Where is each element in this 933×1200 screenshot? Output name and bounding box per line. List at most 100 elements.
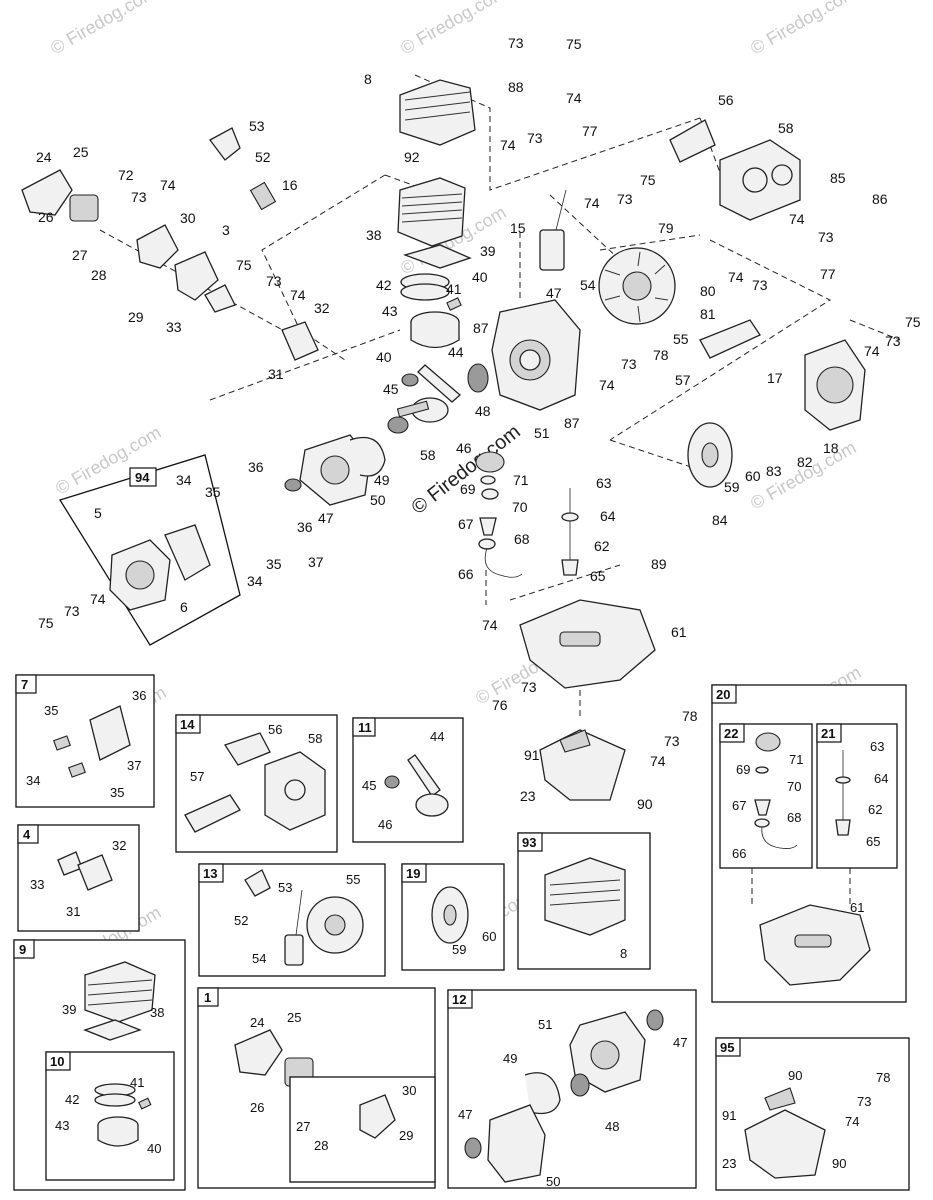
callout-label: 6 bbox=[180, 599, 188, 615]
box-number: 94 bbox=[135, 470, 150, 485]
fuel-cap-part-71 bbox=[475, 451, 505, 473]
box-number: 9 bbox=[19, 942, 26, 957]
callout-label: 26 bbox=[250, 1100, 264, 1115]
callout-label: 40 bbox=[376, 349, 392, 365]
callout-label: 75 bbox=[236, 257, 252, 273]
callout-label: 66 bbox=[458, 566, 474, 582]
callout-label: 5 bbox=[94, 505, 102, 521]
callout-label: 90 bbox=[637, 796, 653, 812]
kit-box-22: 22 71 69 70 67 68 66 bbox=[719, 723, 813, 869]
kit-box-93: 93 8 bbox=[517, 832, 651, 970]
callout-label: 17 bbox=[767, 370, 783, 386]
callout-label: 73 bbox=[64, 603, 80, 619]
callout-label: 32 bbox=[112, 838, 126, 853]
box-number: 11 bbox=[358, 720, 372, 735]
spark-plug-part-16 bbox=[249, 181, 277, 211]
callout-label: 33 bbox=[30, 877, 44, 892]
callout-label: 30 bbox=[402, 1083, 416, 1098]
callout-label: 42 bbox=[376, 277, 392, 293]
gasket-part-49 bbox=[349, 436, 386, 477]
callout-label: 49 bbox=[374, 472, 390, 488]
callout-label: 27 bbox=[72, 247, 88, 263]
washer-part-64 bbox=[561, 512, 579, 522]
callout-label: 47 bbox=[318, 510, 334, 526]
callout-label: 51 bbox=[538, 1017, 552, 1032]
crankcase-half-part-50 bbox=[299, 434, 371, 506]
box-number: 10 bbox=[50, 1054, 64, 1069]
callout-label: 53 bbox=[278, 880, 292, 895]
callout-label: 58 bbox=[308, 731, 322, 746]
box-number: 4 bbox=[23, 827, 31, 842]
callout-label: 73 bbox=[857, 1094, 871, 1109]
watermark: © Firedog.com bbox=[747, 0, 859, 58]
filter-base-part-30 bbox=[136, 224, 179, 269]
crankcase-half-part-51 bbox=[491, 299, 581, 411]
callout-label: 41 bbox=[130, 1075, 144, 1090]
cylinder-cover-part-8 bbox=[399, 79, 476, 146]
callout-label: 49 bbox=[503, 1051, 517, 1066]
callout-label: 54 bbox=[580, 277, 596, 293]
callout-label: 28 bbox=[314, 1138, 328, 1153]
main-callouts: 73 75 88 74 8 56 74 73 77 58 53 52 16 92… bbox=[36, 35, 921, 812]
callout-label: 44 bbox=[430, 729, 444, 744]
box-number: 19 bbox=[406, 866, 420, 881]
callout-label: 40 bbox=[147, 1141, 161, 1156]
callout-label: 82 bbox=[797, 454, 813, 470]
callout-label: 57 bbox=[190, 769, 204, 784]
callout-label: 84 bbox=[712, 512, 728, 528]
callout-label: 73 bbox=[527, 130, 543, 146]
callout-label: 74 bbox=[728, 269, 744, 285]
callout-label: 18 bbox=[823, 440, 839, 456]
guard-part-23 bbox=[539, 729, 626, 801]
callout-label: 56 bbox=[268, 722, 282, 737]
gasket-part-33 bbox=[204, 284, 236, 313]
seal-part-58 bbox=[387, 416, 409, 434]
callout-label: 68 bbox=[787, 810, 801, 825]
callout-label: 26 bbox=[38, 209, 54, 225]
callout-label: 60 bbox=[482, 929, 496, 944]
callout-label: 73 bbox=[818, 229, 834, 245]
callout-label: 39 bbox=[62, 1002, 76, 1017]
callout-label: 32 bbox=[314, 300, 330, 316]
callout-label: 64 bbox=[874, 771, 888, 786]
copyright-credit: © Firedog.com bbox=[408, 421, 525, 519]
box-number: 14 bbox=[180, 717, 195, 732]
carburetor-part-3 bbox=[174, 251, 219, 301]
callout-label: 74 bbox=[500, 137, 516, 153]
callout-label: 68 bbox=[514, 531, 530, 547]
box-number: 13 bbox=[203, 866, 217, 881]
spark-boot-part-53 bbox=[209, 127, 241, 161]
callout-label: 29 bbox=[128, 309, 144, 325]
callout-label: 8 bbox=[620, 946, 627, 961]
kit-box-11: 11 44 45 46 bbox=[352, 717, 464, 843]
callout-label: 79 bbox=[658, 220, 674, 236]
callout-label: 34 bbox=[247, 573, 263, 589]
callout-label: 86 bbox=[872, 191, 888, 207]
flywheel-part-55 bbox=[598, 247, 676, 325]
starter-housing-part-5 bbox=[109, 539, 171, 611]
callout-label: 47 bbox=[673, 1035, 687, 1050]
callout-label: 38 bbox=[366, 227, 382, 243]
callout-label: 60 bbox=[745, 468, 761, 484]
callout-label: 67 bbox=[732, 798, 746, 813]
callout-label: 91 bbox=[722, 1108, 736, 1123]
callout-label: 8 bbox=[364, 71, 372, 87]
kit-box-12: 12 51 47 49 48 47 50 bbox=[447, 989, 697, 1189]
callout-label: 75 bbox=[566, 36, 582, 52]
callout-label: 62 bbox=[868, 802, 882, 817]
piston-part-43 bbox=[410, 311, 460, 349]
callout-label: 54 bbox=[252, 951, 266, 966]
callout-label: 61 bbox=[850, 900, 864, 915]
box-number: 7 bbox=[21, 677, 28, 692]
box-number: 12 bbox=[452, 992, 466, 1007]
callout-label: 89 bbox=[651, 556, 667, 572]
callout-label: 34 bbox=[176, 472, 192, 488]
kit-box-19: 19 59 60 bbox=[401, 863, 505, 971]
callout-label: 28 bbox=[91, 267, 107, 283]
callout-label: 43 bbox=[382, 303, 398, 319]
callout-label: 23 bbox=[520, 788, 536, 804]
starter-gasket-part-6 bbox=[164, 524, 211, 581]
clutch-part-59 bbox=[687, 422, 733, 488]
callout-label: 88 bbox=[508, 79, 524, 95]
